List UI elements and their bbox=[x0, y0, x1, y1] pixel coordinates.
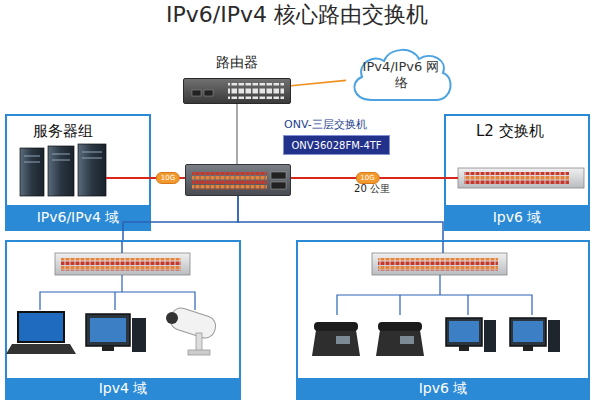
camera-bracket bbox=[196, 333, 202, 351]
cloud-label: IPv4/IPv6 网络 bbox=[361, 59, 441, 91]
distance-label: 20 公里 bbox=[354, 182, 390, 196]
monitor-screen bbox=[90, 318, 126, 342]
phone-display bbox=[336, 336, 350, 344]
server-body bbox=[78, 144, 106, 196]
domain-band: Ipv6 域 bbox=[446, 205, 588, 229]
tree-line bbox=[40, 292, 195, 310]
server-tower bbox=[20, 148, 44, 196]
pc-tower bbox=[132, 318, 146, 352]
domain-band: Ipv4 域 bbox=[7, 378, 239, 398]
tree-line bbox=[121, 275, 122, 292]
laptop-base bbox=[6, 344, 76, 354]
tree-line bbox=[439, 275, 440, 295]
connector bbox=[237, 104, 238, 164]
server-bay bbox=[82, 152, 102, 153]
access-switch bbox=[372, 253, 507, 275]
laptop bbox=[6, 312, 76, 354]
tree-line bbox=[337, 295, 532, 315]
desktop-pc bbox=[86, 314, 146, 352]
device-label: 路由器 bbox=[184, 54, 290, 72]
ip-phone bbox=[376, 322, 424, 356]
link-speed-badge: 10G bbox=[156, 172, 180, 184]
switch-ports bbox=[464, 172, 569, 185]
phone-handset bbox=[378, 322, 422, 331]
phone-body bbox=[376, 330, 424, 356]
server-bay bbox=[82, 158, 102, 159]
monitor-screen bbox=[513, 321, 543, 342]
network-cloud: IPv4/IPv6 网络 bbox=[346, 44, 456, 106]
monitor bbox=[510, 318, 546, 346]
cloud-shape bbox=[354, 50, 450, 100]
model-box: ONV36028FM-4TF bbox=[283, 135, 390, 155]
laptop-screen bbox=[18, 312, 64, 342]
switch-ports bbox=[378, 258, 498, 271]
domain-band: IPv6/IPv4 域 bbox=[7, 205, 149, 229]
domain-box: Ipv4 域 bbox=[5, 240, 241, 400]
pc-tower bbox=[548, 320, 560, 352]
server-bay bbox=[52, 160, 70, 161]
device-label: ONV-三层交换机 bbox=[284, 117, 367, 132]
tree-line bbox=[442, 241, 444, 253]
switch-ports bbox=[61, 258, 181, 271]
tree-line bbox=[114, 292, 115, 310]
tree-line bbox=[399, 295, 400, 315]
server-body bbox=[20, 148, 44, 196]
desktop-pc bbox=[510, 318, 560, 352]
phone-body bbox=[312, 330, 360, 356]
phone-display bbox=[400, 336, 414, 344]
diagram-title: IPv6/IPv4 核心路由交换机 bbox=[0, 0, 594, 30]
connector bbox=[238, 196, 443, 240]
desktop-pc bbox=[446, 318, 496, 352]
server-uplink bbox=[106, 177, 151, 179]
monitor-stand bbox=[459, 346, 469, 351]
monitor bbox=[446, 318, 482, 346]
server-tower bbox=[48, 146, 74, 196]
camera-mount bbox=[188, 350, 210, 355]
group-heading: 服务器组 bbox=[33, 122, 93, 141]
domain-band: Ipv6 域 bbox=[298, 378, 588, 398]
l2-switch bbox=[458, 168, 584, 188]
ip-camera bbox=[166, 305, 218, 355]
switch-uplink bbox=[444, 177, 458, 179]
server-body bbox=[48, 146, 74, 196]
server-bay bbox=[24, 162, 40, 163]
group-heading: L2 交换机 bbox=[476, 122, 544, 141]
monitor-stand bbox=[102, 346, 114, 351]
camera-lens bbox=[166, 312, 178, 324]
monitor-screen bbox=[449, 321, 479, 342]
tree-line bbox=[121, 241, 123, 253]
access-switch bbox=[55, 253, 190, 275]
connector bbox=[291, 80, 346, 85]
server-bay bbox=[52, 154, 70, 155]
camera-body bbox=[168, 305, 219, 340]
monitor bbox=[86, 314, 130, 346]
core-switch: ONV-三层交换机 bbox=[185, 164, 291, 196]
domain-box: Ipv6 域 bbox=[296, 240, 590, 400]
link-speed-badge: 10G bbox=[355, 172, 379, 184]
pc-tower bbox=[484, 320, 496, 352]
ip-phone bbox=[312, 322, 360, 356]
tree-line bbox=[467, 295, 468, 315]
domain-box: L2 交换机 Ipv6 域 bbox=[444, 114, 590, 231]
server-bay bbox=[24, 156, 40, 157]
server-tower bbox=[78, 144, 106, 196]
monitor-stand bbox=[523, 346, 533, 351]
domain-box: 服务器组 IPv6/IPv4 域 bbox=[5, 114, 151, 231]
phone-handset bbox=[314, 322, 358, 331]
model-name: ONV36028FM-4TF bbox=[291, 140, 381, 151]
router-device: 路由器 bbox=[183, 78, 291, 104]
